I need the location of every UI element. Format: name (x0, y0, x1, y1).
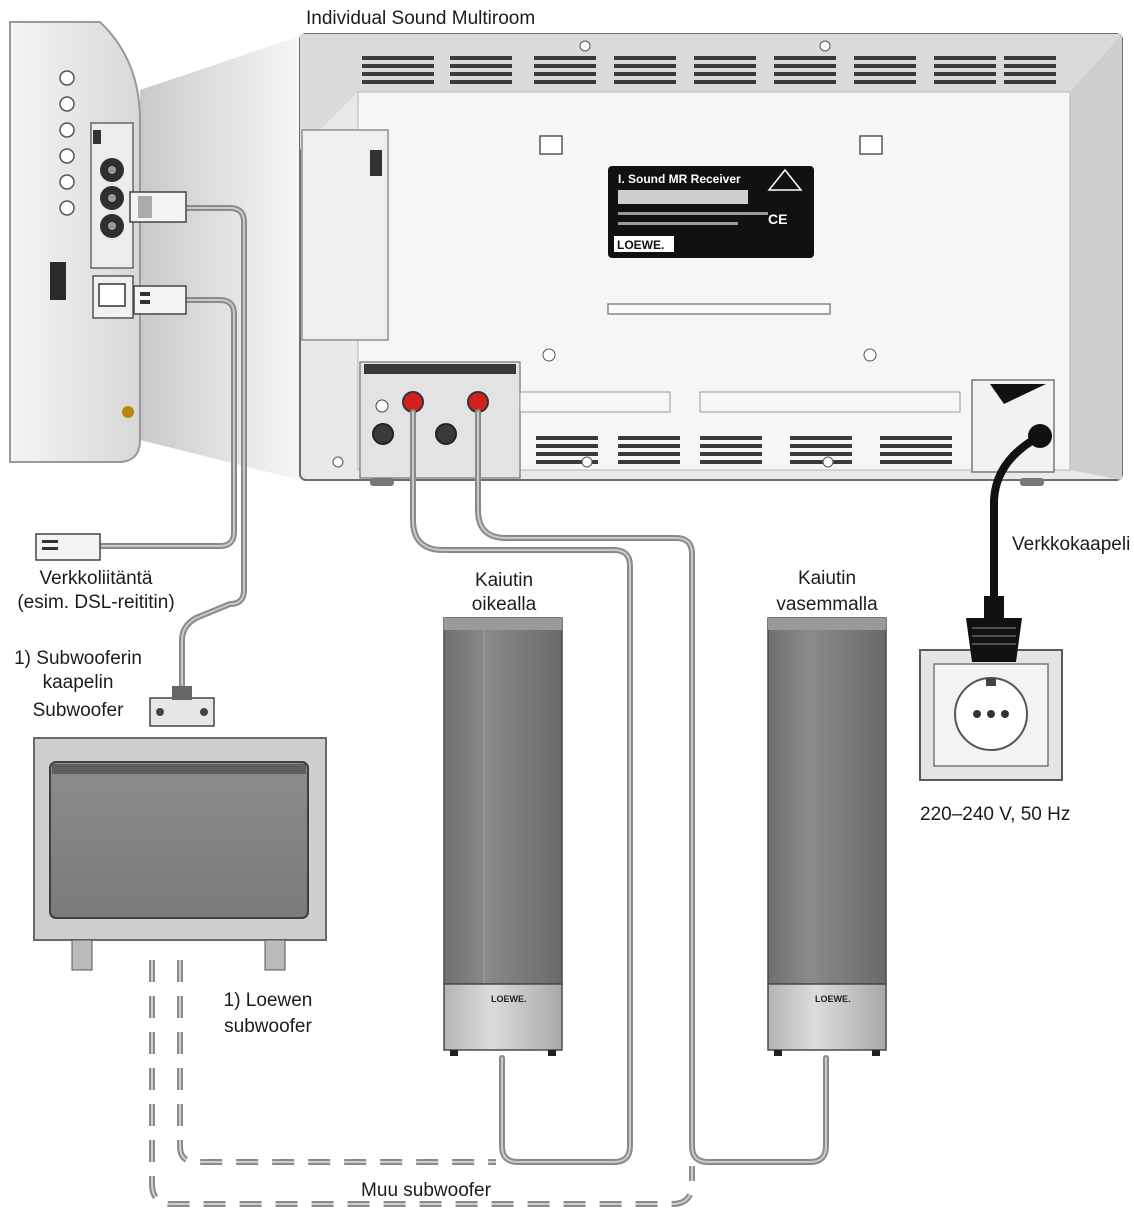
right-speaker-label-1: Kaiutin (475, 570, 533, 591)
left-speaker-label-1: Kaiutin (798, 568, 856, 589)
plate-model: I. Sound MR Receiver (618, 172, 741, 186)
ce-mark: CE (768, 211, 787, 227)
power-cable-label: Verkkokaapeli (1012, 534, 1130, 555)
receiver-back-panel: I. Sound MR Receiver LOEWE. CE (299, 33, 1123, 486)
loewe-subwoofer-label-1: 1) Loewen (224, 990, 313, 1011)
speaker-terminals (359, 361, 521, 479)
network-plug-end (35, 533, 101, 561)
power-plug (966, 596, 1022, 662)
subwoofer (33, 737, 327, 971)
right-speaker-label-2: oikealla (472, 594, 537, 615)
network-port-label: Verkkoliitäntä (39, 568, 152, 589)
speaker-right: LOEWE. (443, 617, 563, 1056)
device-title: Individual Sound Multiroom (306, 8, 535, 29)
subwoofer-plug-top (129, 191, 187, 223)
wall-outlet (919, 649, 1063, 781)
cables (97, 205, 1052, 1207)
projection-beam (140, 36, 300, 480)
left-speaker-label-2: vasemmalla (776, 594, 878, 615)
subwoofer-cable-label-1: 1) Subwooferin (14, 648, 142, 669)
top-vents (362, 56, 1056, 84)
rating-plate: I. Sound MR Receiver LOEWE. CE (608, 166, 814, 258)
receiver-side-view (9, 21, 141, 463)
speaker-left-brand: LOEWE. (815, 994, 851, 1004)
speaker-right-brand: LOEWE. (491, 994, 527, 1004)
network-plug-top (133, 285, 187, 315)
network-port-example-label: (esim. DSL-reititin) (17, 592, 174, 613)
speaker-left: LOEWE. (767, 617, 887, 1056)
bottom-vents (519, 391, 961, 464)
mains-voltage-label: 220–240 V, 50 Hz (920, 804, 1070, 825)
subwoofer-cable-label-2: kaapelin (43, 672, 114, 693)
subwoofer-cable-label-3: Subwoofer (33, 700, 125, 721)
plate-brand: LOEWE. (617, 238, 664, 252)
other-subwoofer-label: Muu subwoofer (361, 1180, 492, 1201)
subwoofer-plug-end (149, 686, 215, 727)
loewe-subwoofer-label-2: subwoofer (224, 1016, 312, 1037)
